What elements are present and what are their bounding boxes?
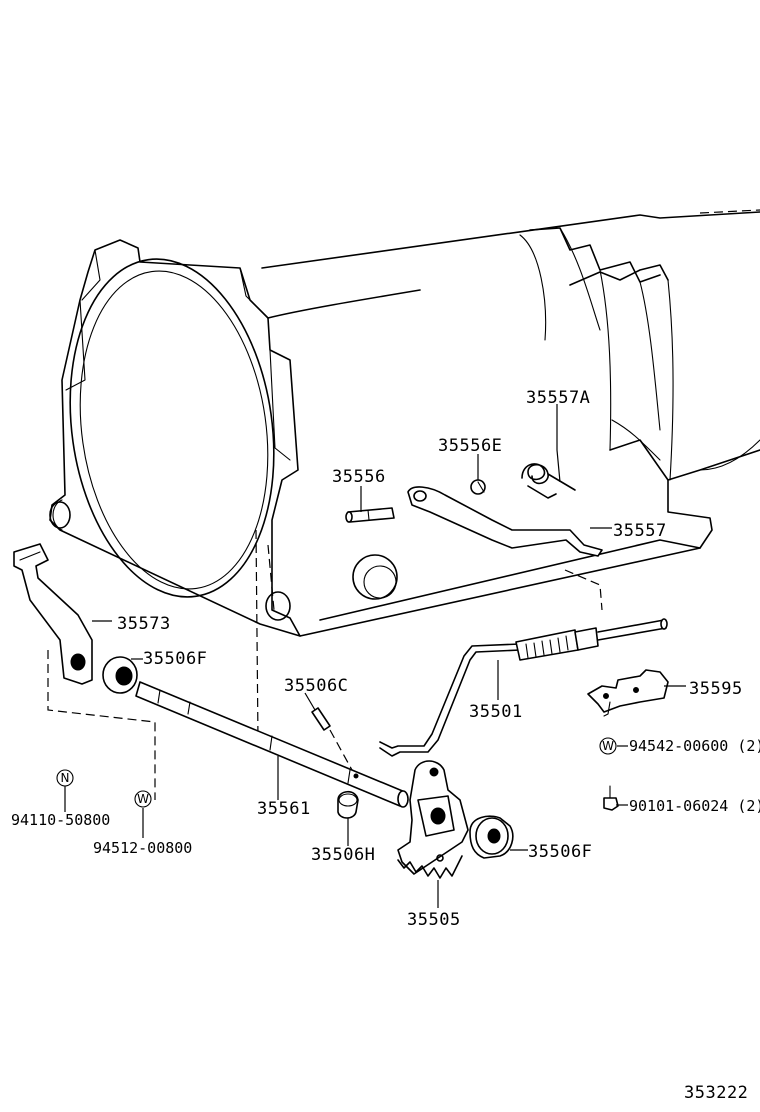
detent-lever-35557 [407,486,603,557]
pin-35556 [345,507,395,523]
seal-35506F-upper [102,656,138,694]
label-35506F-upper: 35506F [143,649,207,669]
transmission-case [49,209,760,741]
label-35505: 35505 [407,910,461,930]
label-35573: 35573 [117,614,171,634]
bushing-35506H [337,790,359,819]
leader-lines [64,404,686,908]
label-94542: 94542-00600 (2) [629,737,760,755]
shaft-35561 [135,681,409,808]
label-35506H: 35506H [311,845,375,865]
spring-35557A [521,463,576,499]
label-35501: 35501 [469,702,523,722]
label-90101: 90101-06024 (2) [629,797,760,815]
label-35595: 35595 [689,679,743,699]
sector-plate-35505 [397,760,469,879]
w-marker: W [134,790,152,808]
svg-text:W: W [137,792,149,806]
roll-pin-35506C [311,707,353,771]
label-35556: 35556 [332,467,386,487]
label-94110: 94110-50800 [11,811,110,829]
label-94512: 94512-00800 [93,839,192,857]
figure-number: 353222 [684,1083,748,1103]
bolt-90101 [603,785,619,811]
w-marker-right: W [599,737,617,755]
label-35506C: 35506C [284,676,348,696]
svg-text:W: W [602,739,614,753]
label-35556E: 35556E [438,436,502,456]
svg-text:N: N [61,771,70,785]
label-35561: 35561 [257,799,311,819]
n-marker: N [56,769,74,787]
clip-35556E [470,479,486,495]
label-35506F-lower: 35506F [528,842,592,862]
label-35557A: 35557A [526,388,590,408]
cable-35501 [379,618,668,757]
bracket-35595 [587,669,669,717]
label-35557: 35557 [613,521,667,541]
seal-35506F-lower [469,815,514,859]
lever-35573 [13,543,156,800]
